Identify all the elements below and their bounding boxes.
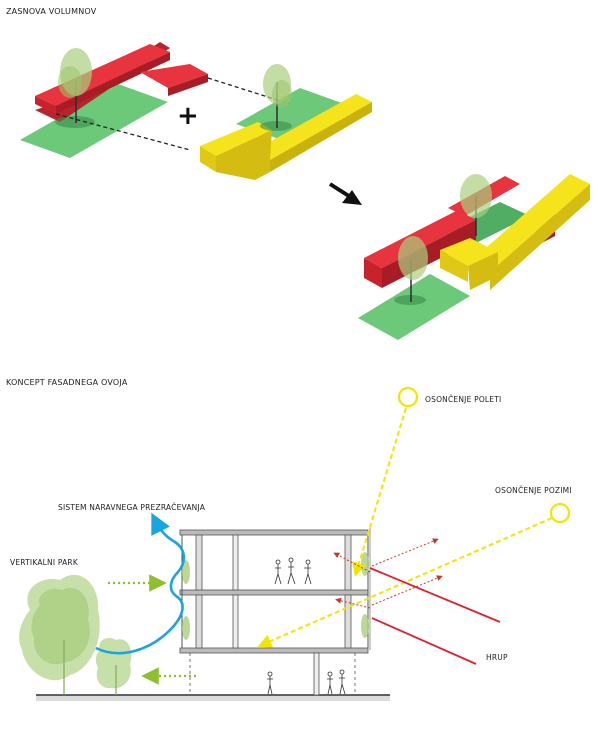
summer-sun-ray	[352, 407, 407, 577]
plus-icon: +	[177, 101, 199, 131]
noise-reflection	[371, 538, 439, 567]
noise-line	[369, 567, 501, 623]
person-icon	[267, 557, 346, 695]
combined-volume-group	[358, 174, 590, 340]
noise-reflection	[335, 597, 371, 609]
red-volume-front	[56, 52, 170, 114]
red-volume-group	[20, 42, 208, 158]
noise-reflection	[371, 575, 443, 606]
massing-title: ZASNOVA VOLUMNOV	[6, 7, 97, 16]
winter-sun-ray	[257, 517, 553, 648]
yellow-volume-side	[200, 146, 216, 172]
red-long-side	[364, 258, 382, 288]
red-arm-top	[140, 64, 208, 88]
yellow-long-front-combined	[490, 184, 590, 290]
arrow-icon	[328, 182, 362, 205]
yellow-volume-front	[216, 130, 272, 180]
yellow-volume-group	[200, 64, 372, 180]
summer-sun-label: OSONČENJE POLETI	[425, 395, 501, 404]
ground-slab	[36, 695, 390, 701]
noise-line	[371, 617, 477, 665]
air-flow-arrow	[95, 512, 186, 655]
red-arm-front	[168, 74, 208, 96]
yellow-long-front	[270, 102, 372, 172]
green-ground-combined	[358, 274, 470, 340]
yellow-volume-top	[200, 122, 272, 156]
noise-reflection	[333, 552, 371, 573]
yellow-short-front	[468, 252, 498, 290]
facade-title: KONCEPT FASADNEGA OVOJA	[6, 378, 128, 387]
yellow-long-top	[255, 94, 372, 160]
vertical-park-trees	[19, 574, 132, 695]
vertical-park-label: VERTIKALNI PARK	[10, 558, 79, 567]
sun-icon-winter	[549, 502, 571, 524]
sun-icon-summer	[397, 386, 419, 408]
green-facade	[182, 552, 369, 640]
yellow-short-side	[440, 250, 468, 282]
ventilation-label: SISTEM NARAVNEGA PREZRAČEVANJA	[58, 503, 206, 512]
tree-icon	[460, 174, 492, 236]
noise-label: HRUP	[486, 653, 508, 662]
yellow-short-top	[440, 238, 498, 266]
dashed-connector	[55, 113, 191, 151]
tree-icon	[55, 48, 95, 128]
red-volume-side	[35, 96, 56, 114]
tree-icon	[394, 236, 428, 305]
tree-icon	[260, 64, 292, 131]
winter-sun-label: OSONČENJE POZIMI	[495, 486, 572, 495]
yellow-long-top-combined	[470, 174, 590, 272]
